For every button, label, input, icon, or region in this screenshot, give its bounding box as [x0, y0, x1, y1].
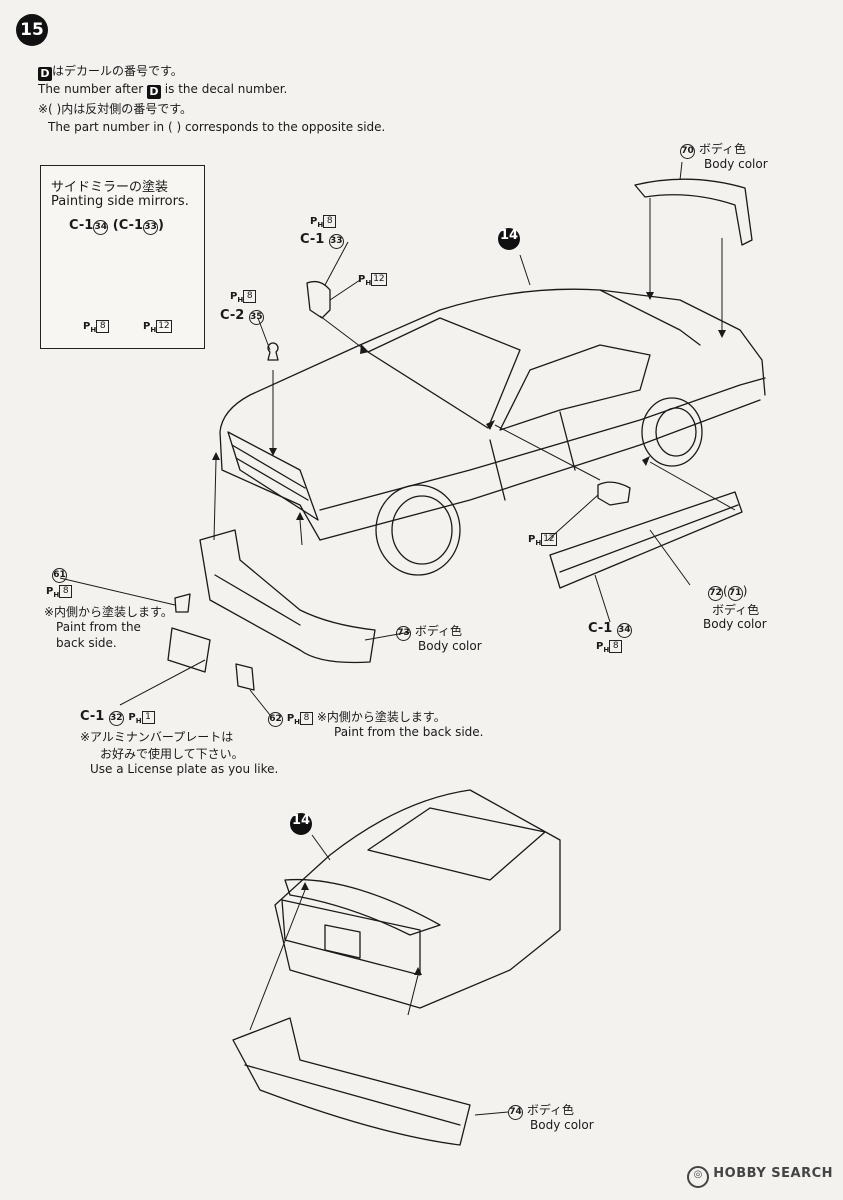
- part-62-lens: [235, 663, 255, 691]
- car-lower-sill: [319, 399, 761, 541]
- decal-note-en: The number after D is the decal number.: [38, 82, 288, 99]
- part-61-note-en1: Paint from the: [56, 620, 141, 634]
- label-part-72-jp: ボディ色: [712, 603, 760, 617]
- front-wheel: [375, 484, 461, 576]
- opposite-note-jp: ※( )内は反対側の番号です。: [38, 102, 193, 116]
- part-61-lens: [174, 593, 191, 613]
- front-bumper-part: [199, 529, 376, 664]
- rear-wing: [284, 878, 441, 936]
- inset-title-en: Painting side mirrors.: [51, 194, 189, 209]
- decal-letter-icon: D: [38, 67, 52, 81]
- mirror-side-part: [597, 481, 631, 506]
- side-mirror-painting-inset: サイドミラーの塗装 Painting side mirrors. C-134 (…: [40, 165, 205, 349]
- label-part-62-en: Paint from the back side.: [334, 725, 484, 739]
- label-part-61: 61: [52, 566, 67, 583]
- decal-letter-icon: D: [146, 85, 161, 99]
- label-part-72-en: Body color: [703, 617, 767, 631]
- hobby-search-watermark: ◎HOBBY SEARCH: [687, 1166, 833, 1188]
- rear-body-outline: [274, 789, 561, 1009]
- license-note-en: Use a License plate as you like.: [90, 762, 279, 776]
- license-plate-part: [167, 627, 211, 673]
- body-callout-14: 14: [498, 228, 520, 250]
- label-part-70-en: Body color: [704, 157, 768, 171]
- rear-bumper-part: [232, 1017, 471, 1146]
- car-windshield: [367, 317, 521, 429]
- emblem-part-label: C-2 35: [220, 308, 264, 325]
- side-skirt-part: [549, 491, 743, 589]
- license-note-jp2: お好みで使用して下さい。: [100, 747, 244, 761]
- part-61-note-jp: ※内側から塗装します。: [44, 605, 173, 619]
- license-note-jp1: ※アルミナンバープレートは: [80, 730, 234, 744]
- rear-wheel: [641, 397, 703, 467]
- inset-title-jp: サイドミラーの塗装: [51, 180, 169, 195]
- car-rear: [599, 289, 766, 396]
- step-number-badge: 15: [16, 14, 48, 46]
- label-part-73-en: Body color: [418, 639, 482, 653]
- car-grille: [227, 431, 319, 521]
- part-61-note-en2: back side.: [56, 636, 117, 650]
- label-part-72: 72(71): [708, 584, 747, 601]
- mirror-top-part-label: C-1 33: [300, 232, 344, 249]
- car-side-window: [499, 344, 651, 431]
- rear-window: [367, 807, 546, 881]
- hobby-search-logo-icon: ◎: [687, 1166, 710, 1188]
- label-part-74: 74 ボディ色: [508, 1101, 574, 1120]
- label-part-74-en: Body color: [530, 1118, 594, 1132]
- rear-lights: [281, 899, 421, 976]
- mirror-top-part: [306, 280, 331, 319]
- rear-spoiler-part: [634, 178, 753, 246]
- opposite-note-en: The part number in ( ) corresponds to th…: [48, 120, 386, 134]
- inset-part-label: C-134 (C-133): [69, 218, 164, 235]
- label-part-70: 70 ボディ色: [680, 140, 746, 159]
- label-part-73: 73 ボディ色: [396, 622, 462, 641]
- car-hood-outline: [219, 344, 361, 541]
- mirror-side-part-label: C-1 34: [588, 621, 632, 638]
- rear-body-callout-14: 14: [290, 813, 312, 835]
- part-35-emblem: [267, 342, 279, 361]
- car-side-line: [319, 377, 766, 511]
